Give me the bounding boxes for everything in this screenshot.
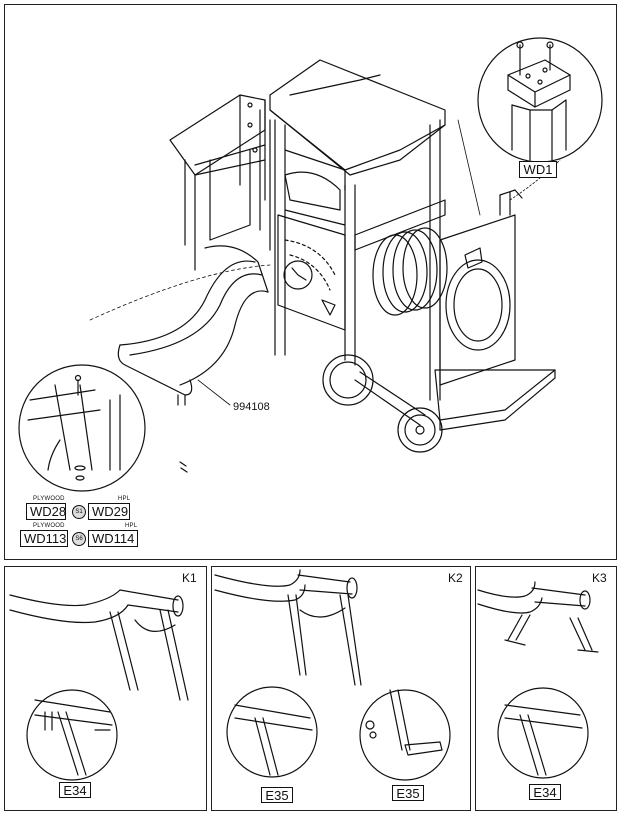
callout-wd1: WD1 [519, 161, 557, 178]
panel-k3-title: K3 [592, 571, 607, 585]
panel-k2-code-right: E35 [392, 785, 424, 801]
panel-k1-frame [4, 566, 207, 811]
material-1-right-code: WD29 [88, 503, 130, 520]
tunnel [354, 189, 523, 386]
material-2-symbol: S6 [72, 532, 86, 546]
material-2-right-top: HPL [125, 523, 138, 529]
material-2-right-code: WD114 [88, 530, 138, 547]
panel-k2-code-left: E35 [261, 787, 293, 803]
panel-k1-title: K1 [182, 571, 197, 585]
panel-k2-title: K2 [448, 571, 463, 585]
part-number-label: 994108 [233, 401, 270, 413]
wheels [322, 354, 443, 453]
k2-drawing [214, 569, 451, 781]
material-2-left-code: WD113 [20, 530, 68, 547]
material-2-left-top: PLYWOOD [33, 523, 65, 529]
roof [269, 59, 446, 191]
material-1-right-top: HPL [118, 496, 131, 502]
k3-drawing [477, 581, 599, 779]
material-1-symbol: S1 [72, 505, 86, 519]
material-1-left-top: PLYWOOD [33, 496, 65, 502]
panel-k3-code: E34 [529, 784, 561, 800]
slide [117, 245, 269, 406]
k1-drawing [9, 589, 189, 781]
main-frame [4, 4, 617, 560]
material-1-left-code: WD28 [26, 503, 66, 520]
activity-panel [277, 214, 346, 331]
panel-k2-frame [211, 566, 471, 811]
panel-k3-frame [475, 566, 617, 811]
left-tower [169, 94, 271, 271]
slide-detail-circle [18, 364, 146, 492]
floor-platform [434, 369, 556, 431]
panel-k1-code: E34 [59, 782, 91, 798]
detail-circle-wd1 [477, 37, 603, 163]
